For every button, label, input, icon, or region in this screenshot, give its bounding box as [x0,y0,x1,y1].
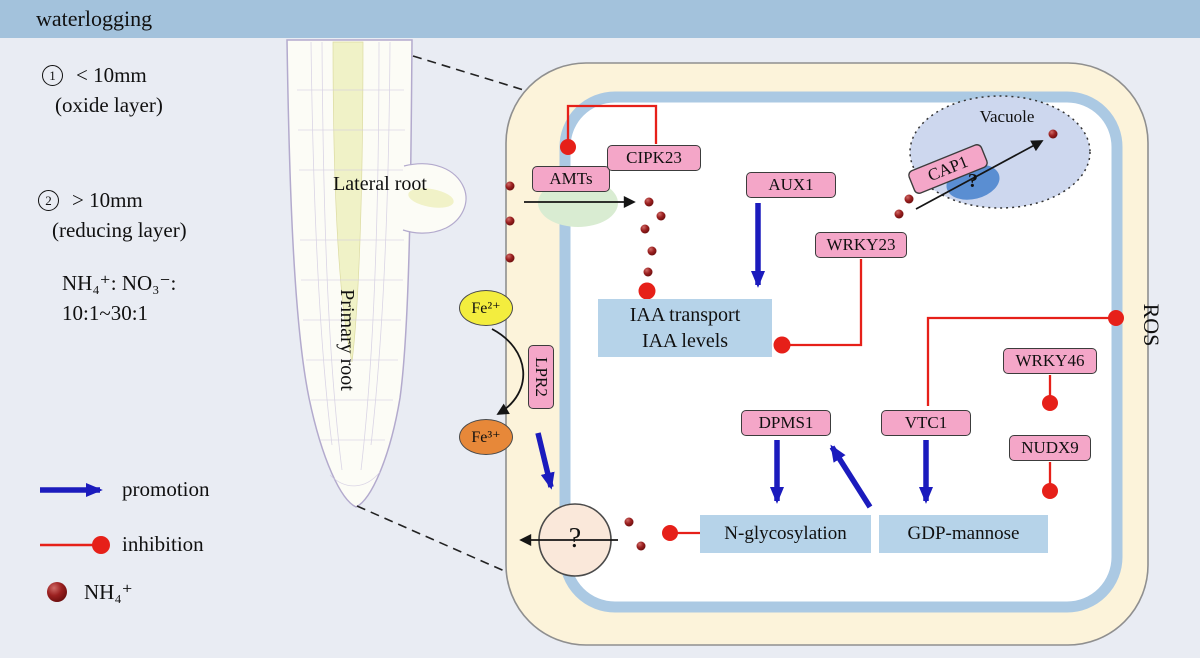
zone2-size: > 10mm [72,188,143,212]
gene-box-wrky23: WRKY23 [815,232,907,258]
zone2-heading: 2 > 10mm [38,188,143,213]
plasma-membrane [559,91,1123,613]
vacuole-label: Vacuole [979,107,1035,126]
nh4-dot [505,216,515,226]
inhibition-dot [1108,310,1124,326]
gene-box-aux1: AUX1 [746,172,836,198]
legend-nh4-sphere [47,582,67,602]
vacuole-question-mark: ? [968,169,978,192]
ratio-line1: NH₄⁺: NO₃⁻: [62,271,177,295]
zone1-heading: 1 < 10mm [42,63,147,88]
root-illustration [286,39,467,508]
wrky23-inhibits-iaa-line [790,259,863,347]
iaa-box: IAA transport IAA levels [598,299,772,357]
n-glycosylation-box: N-glycosylation [700,515,871,553]
lpr2-promotes-transporter-arrow [535,432,555,490]
gene-box-wrky46: WRKY46 [1003,348,1097,374]
lateral-root-label: Lateral root [333,172,427,195]
inhibition-dot [773,336,791,354]
nh4-dot [505,253,515,263]
fe2-to-fe3-arrow [491,328,525,415]
banner-label: waterlogging [36,6,153,31]
legend-nh4-label: NH₄⁺ [84,580,133,604]
waterlogging-banner: waterlogging [0,0,1200,38]
legend-inhibition-dot [92,536,110,554]
gene-box-vtc1: VTC1 [881,410,971,436]
zone1-label: (oxide layer) [55,93,163,117]
iaa-transport-label: IAA transport [629,304,741,326]
gene-box-amts: AMTs [532,166,610,192]
nh4-dot [644,197,654,207]
zone1-size: < 10mm [76,63,147,87]
transporter-question-mark: ? [568,523,582,554]
gene-box-dpms1: DPMS1 [741,410,831,436]
root-to-cell-dash-bottom [356,505,519,578]
nh4-dot [636,541,646,551]
legend-inhibition-label: inhibition [122,532,204,556]
circled-number-2: 2 [38,190,59,211]
gdp-mannose-box: GDP-mannose [879,515,1048,553]
ratio-line2: 10:1~30:1 [62,301,149,325]
vacuole-import-arrow [915,140,1044,210]
nh4-dot [640,224,650,234]
legend-promotion-label: promotion [122,477,210,501]
nh4-dot [624,517,634,527]
inhibition-dot [638,282,656,300]
lateral-root-stele [408,188,454,208]
inhibition-dot [662,525,678,541]
ros-label: ROS [1139,303,1164,347]
root-cell-texture [297,41,405,487]
gene-box-cap1 [908,144,988,194]
inhibition-dot [560,139,576,155]
gene-box-cipk23: CIPK23 [607,145,701,171]
fe2-ion: Fe²⁺ [459,290,513,326]
root-to-cell-dash-top [412,55,528,92]
circled-number-1: 1 [42,65,63,86]
nh4-dot [505,181,515,191]
gdp-to-dpms1-arrow [829,444,873,509]
gene-box-nudx9: NUDX9 [1009,435,1091,461]
nh4-dot [894,209,904,219]
cipk23-inhibits-amts-line [566,104,658,146]
root-stele [332,41,364,363]
gene-box-lpr2: LPR2 [528,345,554,409]
ros-inhibits-vtc1-line [926,316,1116,406]
nh4-dot [904,194,914,204]
iaa-levels-label: IAA levels [641,330,729,352]
inhibition-dot [1042,483,1058,499]
primary-root-label: Primary root [336,289,359,391]
nh4-dot [643,267,653,277]
nh4-dot [647,246,657,256]
fe3-ion: Fe³⁺ [459,419,513,455]
zone2-label: (reducing layer) [52,218,187,242]
nh4-dot [1048,129,1058,139]
inhibition-dot [1042,395,1058,411]
nh4-dot [656,211,666,221]
